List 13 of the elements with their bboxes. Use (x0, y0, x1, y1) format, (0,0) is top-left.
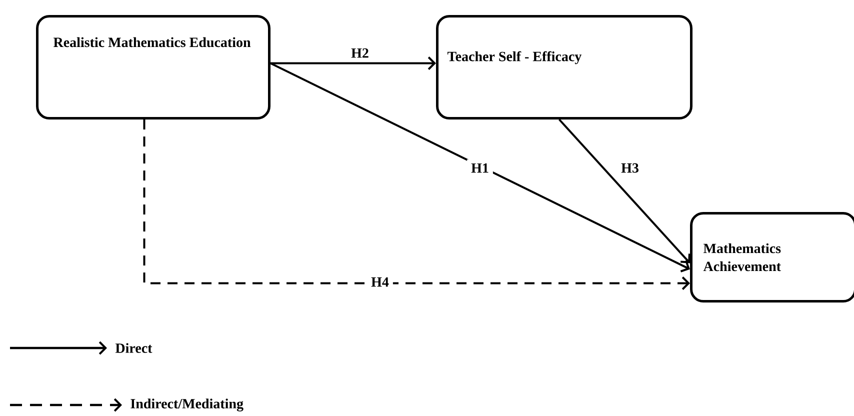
legend-text: Indirect/Mediating (130, 398, 244, 412)
variable-box: Teacher Self - Efficacy (436, 15, 692, 120)
edge-label: H4 (367, 273, 393, 291)
variable-box: Realistic Mathematics Education (36, 15, 270, 120)
edge-label: H3 (617, 159, 643, 177)
arrow (270, 56, 436, 70)
variable-box: Mathematics Achievement (690, 212, 854, 302)
edge-label: H2 (347, 44, 373, 62)
arrow (558, 118, 690, 264)
arrow (270, 62, 690, 272)
edge-label: H1 (467, 159, 493, 177)
arrow (143, 120, 690, 290)
legend-text: Direct (115, 343, 152, 353)
